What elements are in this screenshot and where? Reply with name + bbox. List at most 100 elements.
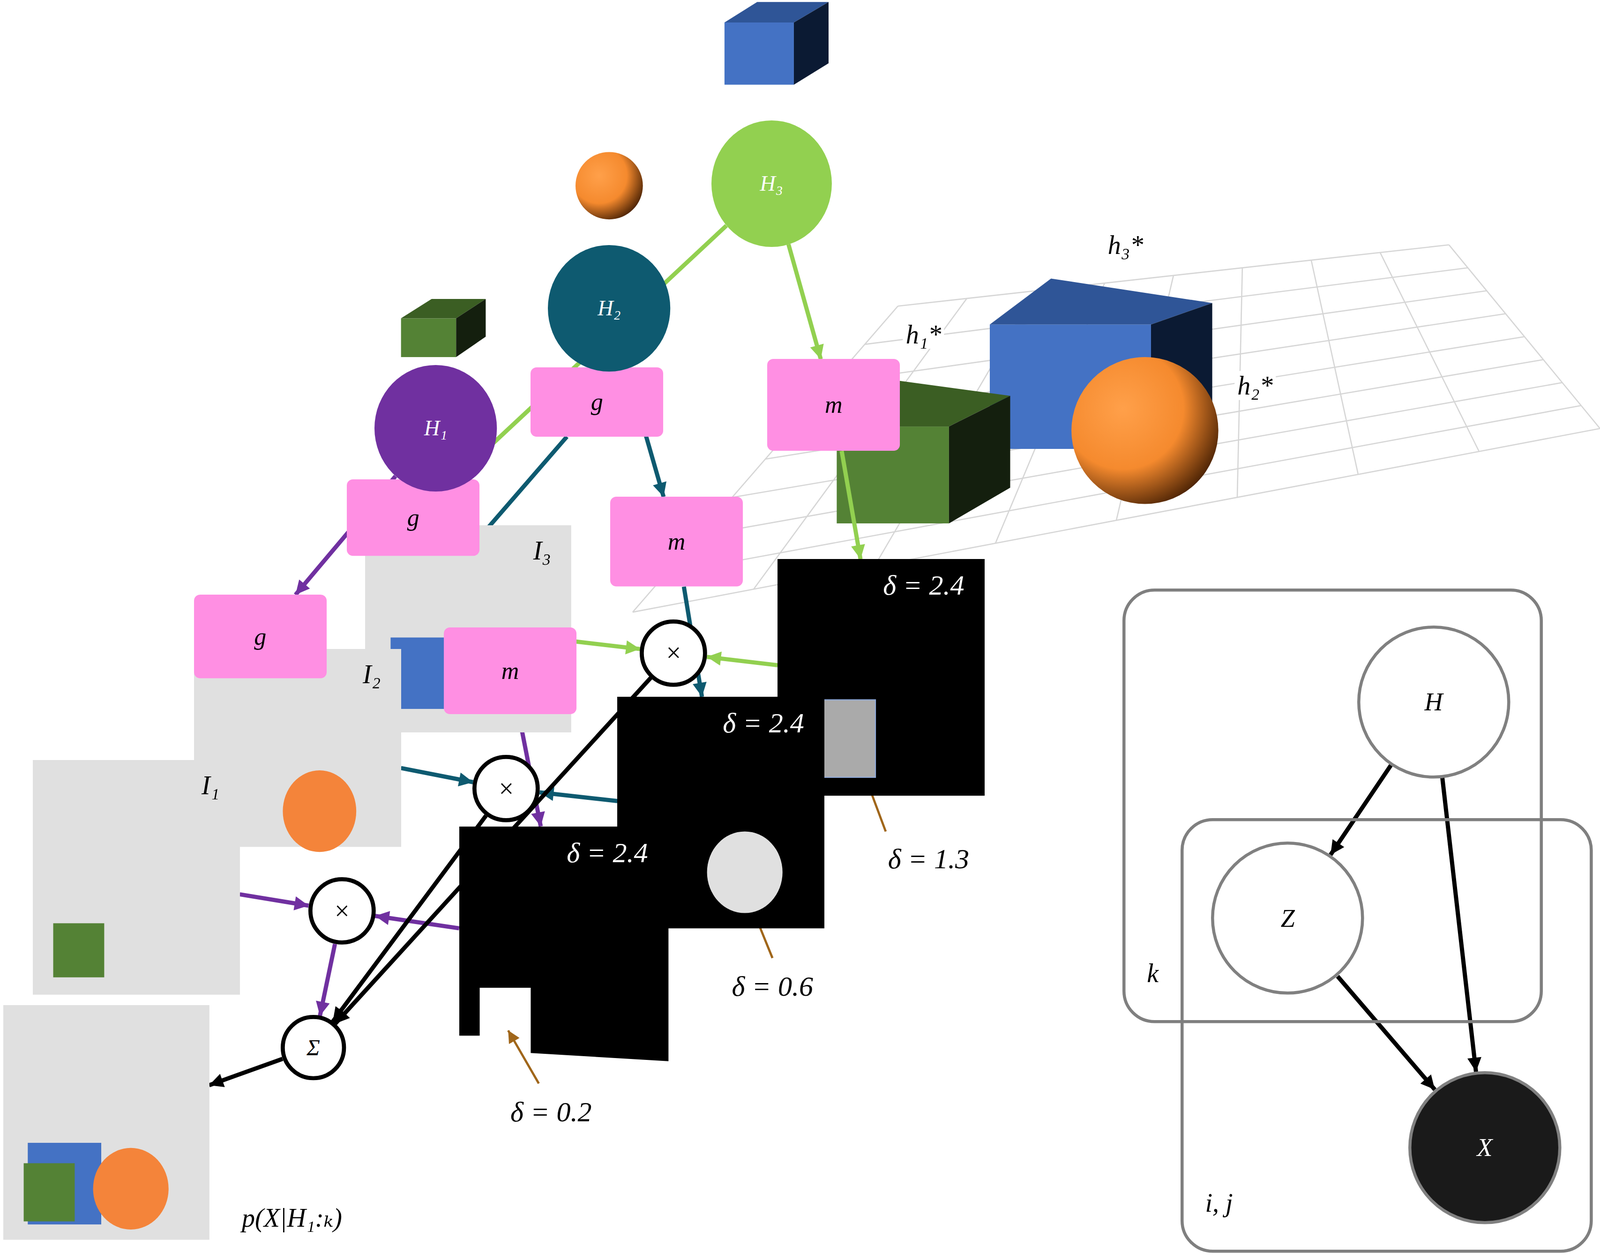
- node-label: Σ: [306, 1036, 321, 1060]
- image-panel: I₁: [32, 760, 240, 995]
- node-label: δ = 2.4: [566, 838, 648, 868]
- callout-text: h₃*: [1105, 230, 1146, 260]
- node-label: X: [1476, 1135, 1493, 1161]
- drawing-part: [374, 365, 497, 492]
- drawing-part: [3, 1005, 210, 1241]
- node-label: I₃: [533, 537, 552, 564]
- drawing-part: [767, 358, 900, 451]
- node-label: I₁: [201, 772, 220, 799]
- node-label: ×: [332, 897, 351, 925]
- drawing-part: [310, 879, 374, 943]
- plate: i, j Z X: [1180, 818, 1593, 1254]
- output-image: p(X|H₁:ₖ): [3, 1005, 210, 1241]
- node-label: k: [1146, 960, 1159, 987]
- grid-line: [1449, 245, 1600, 429]
- drawing-part: [1181, 819, 1592, 1252]
- decoder-box: g: [346, 479, 480, 556]
- decoder-box: g: [194, 594, 327, 679]
- node-label: I₂: [362, 661, 381, 688]
- graph-node: Z: [1211, 841, 1365, 995]
- connector-arrow: [1330, 765, 1391, 855]
- node-label: δ = 2.4: [722, 709, 804, 738]
- callout-text: h₂*: [1234, 371, 1276, 401]
- node-label: δ = 2.4: [882, 571, 965, 600]
- node-label: H₂: [597, 297, 621, 320]
- drawing-part: [1123, 590, 1541, 1023]
- node-label: Z: [1280, 905, 1295, 932]
- mask-decoder-box: m: [767, 358, 900, 451]
- drawing-part: [23, 1163, 75, 1222]
- drawing-part: [1212, 843, 1363, 994]
- observed-node: X: [1408, 1071, 1562, 1225]
- drawing-part: [1409, 1072, 1560, 1223]
- multiply-op: ×: [308, 877, 376, 945]
- node-label: ×: [664, 639, 683, 666]
- connector-arrow: [571, 641, 640, 650]
- callout-label: δ = 0.2: [507, 1097, 595, 1128]
- callout-text: h₁*: [903, 320, 944, 350]
- node-label: i, j: [1204, 1189, 1233, 1217]
- small-blue-cube: [724, 1, 829, 85]
- callout-text: δ = 0.6: [729, 971, 816, 1002]
- latent-node: H₁: [374, 365, 497, 492]
- node-label: H₃: [759, 172, 783, 195]
- drawing-part: [194, 594, 327, 679]
- node-label: m: [501, 658, 520, 684]
- connector-arrow: [239, 894, 309, 906]
- connector-arrow: [1337, 976, 1436, 1090]
- drawing-part: [707, 831, 783, 913]
- node-label: p(X|H₁:ₖ): [241, 1204, 343, 1232]
- node-label: g: [254, 624, 267, 650]
- drawing-part: [52, 923, 105, 978]
- floor-grid: [632, 245, 1600, 613]
- drawing-part: [92, 1147, 169, 1230]
- output-image-shape: [3, 1005, 210, 1241]
- drawing-part: [610, 496, 743, 587]
- connector-arrow: [788, 244, 821, 359]
- connector-arrow: [539, 792, 618, 802]
- drawing-part: [547, 245, 671, 372]
- connector-arrow: [209, 1059, 283, 1086]
- small-orange-sphere: [575, 151, 643, 220]
- mask-decoder-box: m: [443, 627, 577, 715]
- grid-line: [753, 298, 967, 590]
- connector-arrow: [706, 657, 778, 666]
- callout-text: δ = 1.3: [885, 843, 972, 875]
- drawing-part: [1358, 627, 1509, 778]
- drawing-part: [711, 120, 832, 247]
- drawing-part: [32, 760, 240, 995]
- callout-label: h₂*: [1234, 372, 1276, 400]
- callout-label: h₃*: [1105, 231, 1146, 259]
- connector-arrow: [374, 916, 459, 929]
- multiply-op: ×: [472, 755, 540, 823]
- drawing-part: [443, 627, 577, 715]
- drawing-part: [949, 396, 1011, 524]
- grid-line: [1311, 260, 1359, 475]
- small-green-cube: [401, 299, 486, 358]
- drawing-part: [459, 826, 669, 1062]
- drawing-part: [282, 1017, 344, 1079]
- graph-node: H: [1357, 625, 1511, 779]
- drawing-part: [456, 299, 486, 358]
- node-label: H: [1424, 689, 1443, 715]
- node-label: g: [407, 505, 420, 531]
- latent-node: H₃: [711, 120, 832, 247]
- callout-label: δ = 0.6: [729, 971, 816, 1002]
- drawing-part: [282, 770, 357, 853]
- node-label: H₁: [424, 417, 448, 440]
- node-label: g: [590, 389, 604, 415]
- node-label: m: [824, 392, 843, 418]
- drawing-part: [346, 479, 480, 556]
- latent-node: H₂: [547, 245, 671, 372]
- multiply-op: ×: [639, 619, 708, 688]
- drawing-part: [642, 621, 706, 685]
- mask-panel: δ = 2.4: [459, 826, 669, 1062]
- node-label: ×: [497, 775, 516, 802]
- drawing-part: [401, 318, 457, 358]
- decoder-box: g: [530, 367, 664, 437]
- drawing-part: [474, 757, 538, 821]
- connector-arrow: [401, 768, 474, 783]
- grid-line: [1380, 252, 1480, 452]
- drawing-part: [724, 22, 794, 85]
